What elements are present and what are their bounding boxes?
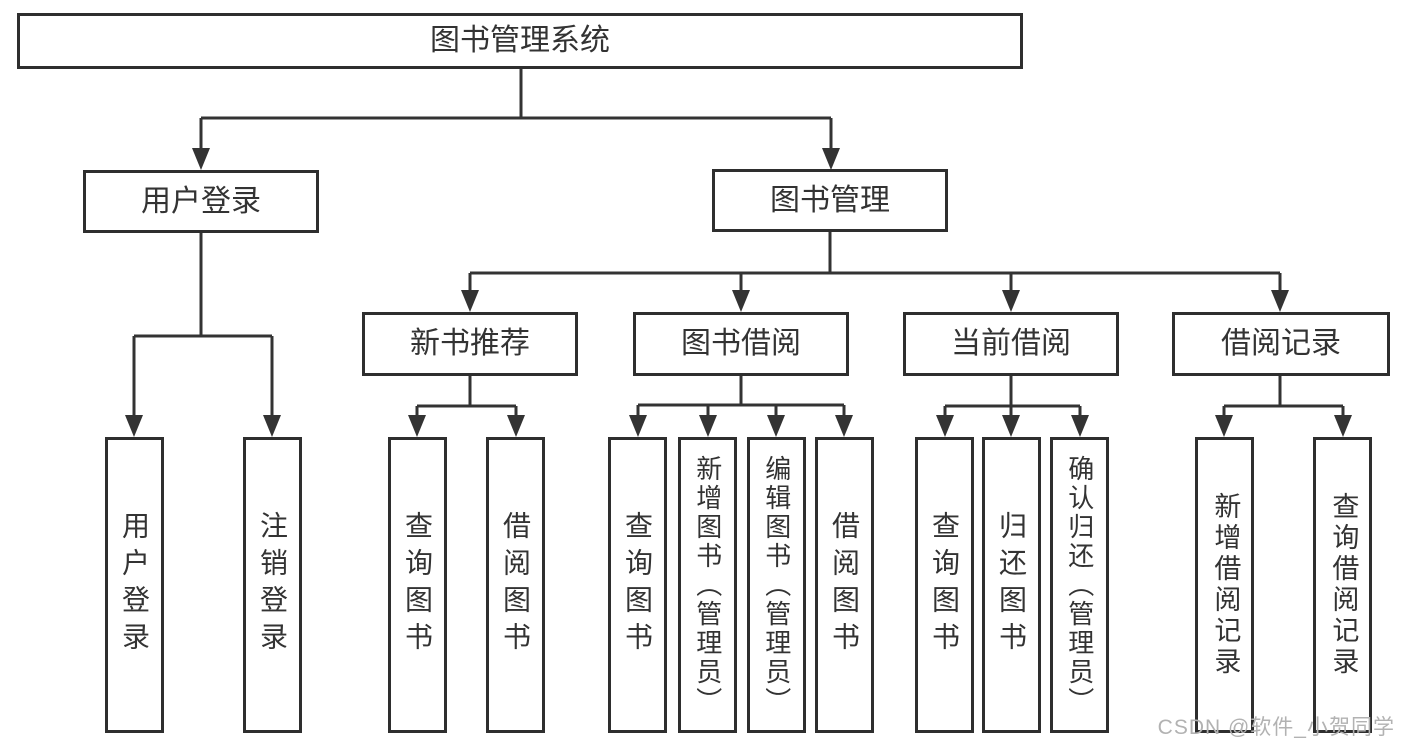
node-new-book-recommend: 新书推荐 (362, 312, 578, 376)
leaf-borrow-books-recommend: 借阅图书 (486, 437, 545, 733)
node-root: 图书管理系统 (17, 13, 1023, 69)
leaf-add-books-admin: 新增图书（管理员） (678, 437, 737, 733)
leaf-add-borrow-record: 新增借阅记录 (1195, 437, 1254, 733)
leaf-query-books-borrow: 查询图书 (608, 437, 667, 733)
node-borrow-records: 借阅记录 (1172, 312, 1390, 376)
arrowhead (835, 415, 853, 437)
arrowhead (125, 415, 143, 437)
arrowhead (936, 415, 954, 437)
leaf-user-login: 用户登录 (105, 437, 164, 733)
node-book-management: 图书管理 (712, 169, 948, 232)
leaf-query-books-current: 查询图书 (915, 437, 974, 733)
arrowhead (507, 415, 525, 437)
node-book-borrow: 图书借阅 (633, 312, 849, 376)
leaf-logout: 注销登录 (243, 437, 302, 733)
leaf-query-books-recommend: 查询图书 (388, 437, 447, 733)
leaf-return-books: 归还图书 (982, 437, 1041, 733)
leaf-query-borrow-record: 查询借阅记录 (1313, 437, 1372, 733)
arrowhead (1215, 415, 1233, 437)
connector-book-borrow (636, 376, 846, 419)
arrowhead (1002, 415, 1020, 437)
node-current-borrow: 当前借阅 (903, 312, 1119, 376)
arrowhead (1071, 415, 1089, 437)
arrowhead (1002, 290, 1020, 312)
leaf-borrow-books: 借阅图书 (815, 437, 874, 733)
arrowhead (822, 148, 840, 170)
arrowhead (732, 290, 750, 312)
connector-current-borrow (943, 376, 1082, 419)
arrowhead (1334, 415, 1352, 437)
connector-root-to-level2 (199, 69, 833, 150)
leaf-edit-books-admin: 编辑图书（管理员） (747, 437, 806, 733)
connector-new-book-recommend (415, 376, 518, 419)
node-user-login: 用户登录 (83, 170, 319, 233)
watermark: CSDN @软件_小贺同学 (1157, 716, 1395, 739)
arrowhead (629, 415, 647, 437)
leaf-confirm-return-admin: 确认归还（管理员） (1050, 437, 1109, 733)
arrowhead (699, 415, 717, 437)
connector-user-login (132, 233, 274, 417)
arrowhead (263, 415, 281, 437)
arrowhead (1271, 290, 1289, 312)
arrowhead (767, 415, 785, 437)
connector-book-management (468, 232, 1282, 292)
arrowhead (192, 148, 210, 170)
arrowhead (461, 290, 479, 312)
arrowhead (408, 415, 426, 437)
connector-borrow-records (1222, 376, 1345, 419)
